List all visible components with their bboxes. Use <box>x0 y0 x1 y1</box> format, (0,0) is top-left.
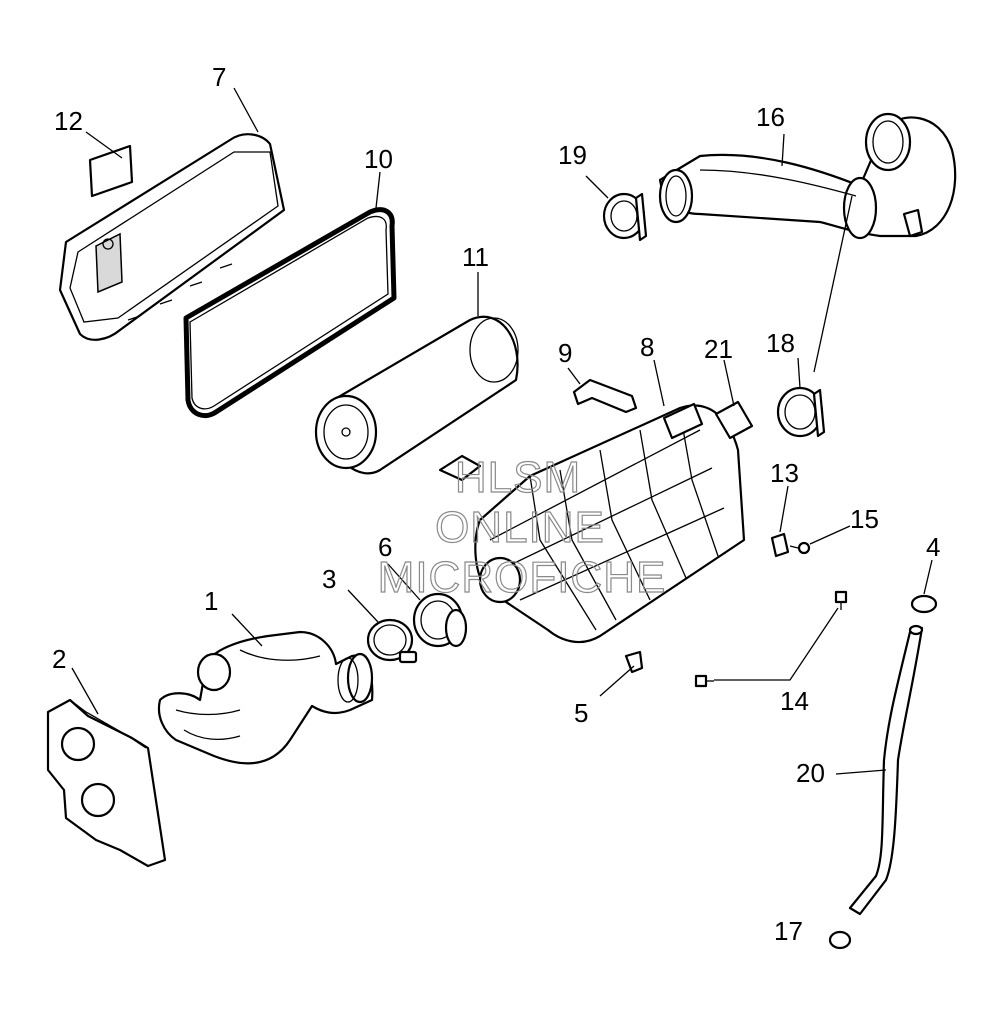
watermark-line-1: HLSM <box>455 453 581 502</box>
callout-5: 5 <box>574 698 588 728</box>
callout-12: 12 <box>54 106 83 136</box>
part-2-heat-shield <box>46 698 167 868</box>
part-8-airbox-housing <box>438 402 746 644</box>
part-19-clamp <box>602 192 648 242</box>
part-4-clamp <box>910 594 938 614</box>
part-13-clip <box>770 532 790 558</box>
part-7-airbox-cover <box>58 133 286 341</box>
callout-1: 1 <box>204 586 218 616</box>
callout-6: 6 <box>378 532 392 562</box>
part-12-label <box>88 144 134 198</box>
callout-13: 13 <box>770 458 799 488</box>
callout-16: 16 <box>756 102 785 132</box>
part-3-clamp <box>366 618 418 664</box>
callout-11: 11 <box>462 242 489 272</box>
callout-20: 20 <box>796 758 825 788</box>
callout-21: 21 <box>704 334 733 364</box>
callout-15: 15 <box>850 504 879 534</box>
watermark-line-3: MICROFICHE <box>378 553 667 602</box>
leader-lines <box>71 87 933 775</box>
callout-10: 10 <box>364 144 393 174</box>
part-9-bracket <box>572 378 638 414</box>
part-17-clamp <box>828 930 852 950</box>
callout-3: 3 <box>322 564 336 594</box>
part-6-coupler <box>412 592 468 648</box>
watermark-line-2: ONLINE <box>435 503 605 552</box>
part-5-grommet <box>624 650 644 674</box>
part-18-clamp <box>776 386 826 438</box>
callout-17: 17 <box>774 916 803 946</box>
callout-4: 4 <box>926 532 940 562</box>
part-1-intake-duct <box>157 630 374 765</box>
watermark: HLSM ONLINE MICROFICHE <box>377 452 667 602</box>
callout-7: 7 <box>212 62 226 92</box>
part-20-drain-tube <box>848 624 924 916</box>
callout-8: 8 <box>640 332 654 362</box>
callout-14: 14 <box>780 686 809 716</box>
part-10-gasket <box>183 207 397 418</box>
part-14-bolts <box>694 590 848 688</box>
callout-18: 18 <box>766 328 795 358</box>
callout-9: 9 <box>558 338 572 368</box>
callout-labels: 12 7 10 11 9 8 21 16 19 18 13 15 4 14 5 … <box>52 62 940 946</box>
part-16-outlet-hose <box>658 112 957 240</box>
callout-2: 2 <box>52 644 66 674</box>
part-11-filter <box>314 315 519 475</box>
callout-19: 19 <box>558 140 587 170</box>
part-21-label <box>714 400 754 440</box>
part-15-screw <box>789 541 811 555</box>
